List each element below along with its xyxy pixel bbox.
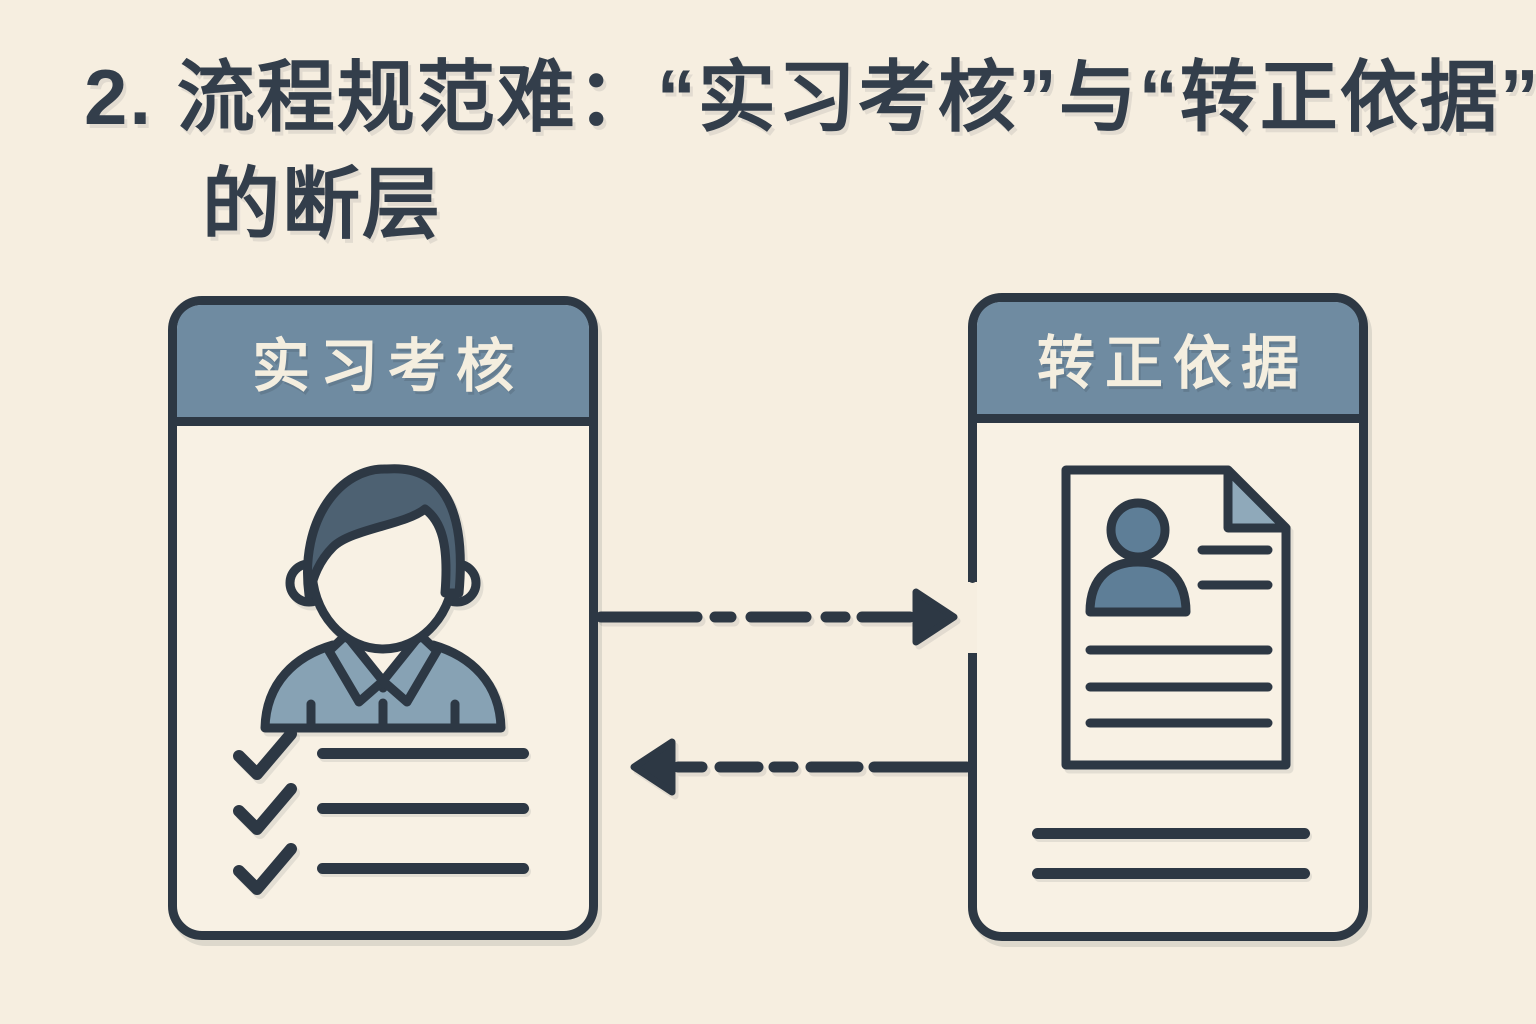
checklist-line bbox=[317, 803, 529, 814]
resume-document-icon bbox=[1061, 465, 1291, 770]
footer-line bbox=[1032, 868, 1310, 879]
page-title-line2: 的断层 bbox=[202, 160, 443, 248]
forward-dashed-arrow-icon bbox=[595, 588, 958, 646]
border-gap-cap-top bbox=[968, 571, 977, 583]
checkmark-icon bbox=[233, 728, 297, 780]
page-title-line1: 2. 流程规范难：“实习考核”与“转正依据” bbox=[84, 53, 1536, 141]
border-gap bbox=[968, 582, 977, 653]
checkmark-icon bbox=[233, 783, 297, 835]
checkmark-icon bbox=[233, 843, 297, 895]
internship-assessment-card: 实习考核 bbox=[168, 296, 598, 940]
border-gap-cap-bottom bbox=[968, 653, 977, 665]
checklist-row bbox=[177, 781, 589, 837]
footer-line bbox=[1032, 828, 1310, 839]
internship-assessment-header: 实习考核 bbox=[177, 305, 589, 426]
checklist-row bbox=[177, 726, 589, 782]
backward-dashed-arrow-icon bbox=[630, 738, 973, 796]
checklist-line bbox=[317, 863, 529, 874]
page-title: 2. 流程规范难：“实习考核”与“转正依据” 的断层 bbox=[84, 44, 1536, 258]
checklist-row bbox=[177, 841, 589, 897]
checklist-line bbox=[317, 748, 529, 759]
intern-avatar-icon bbox=[260, 464, 506, 733]
folded-corner bbox=[1223, 465, 1291, 533]
regularization-basis-header: 转正依据 bbox=[977, 302, 1359, 423]
regularization-basis-card: 转正依据 bbox=[968, 293, 1368, 941]
